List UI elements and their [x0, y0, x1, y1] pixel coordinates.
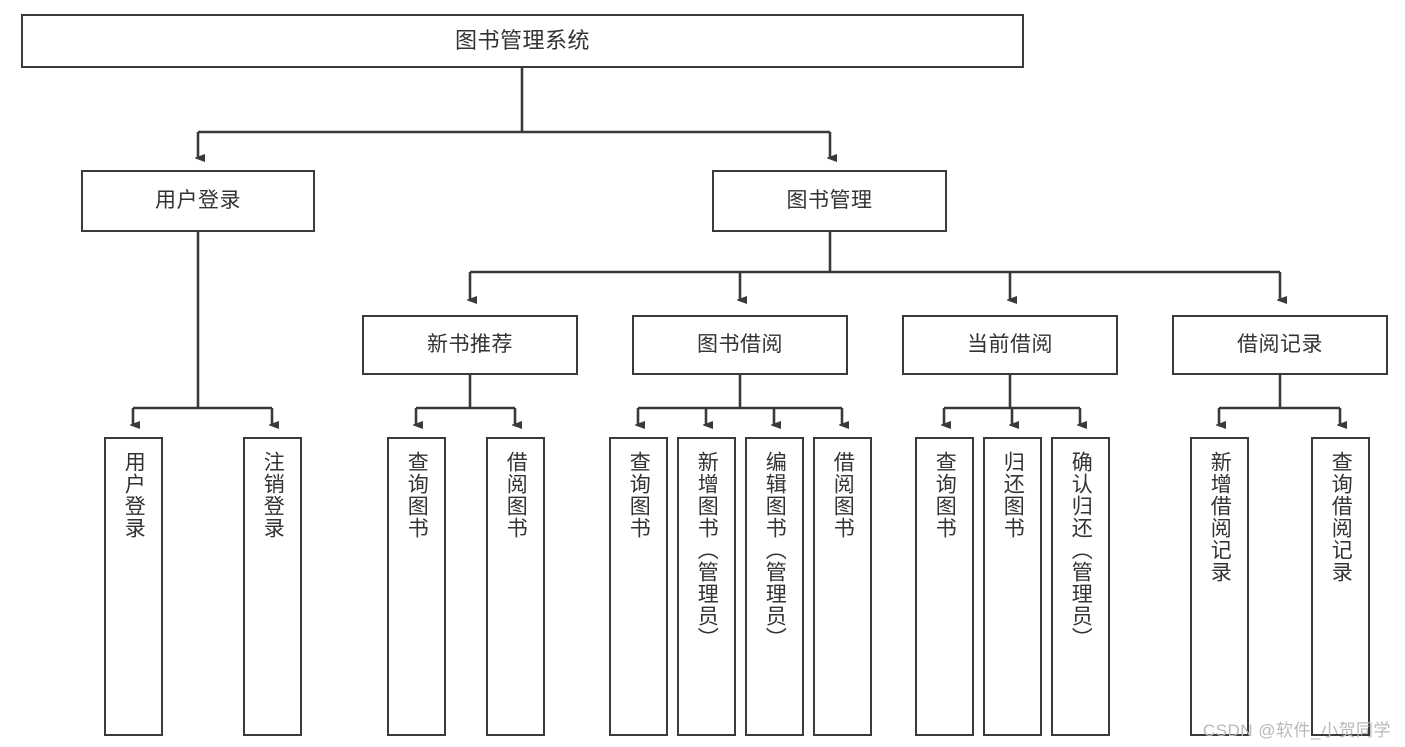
- leaf-add-book-admin[interactable]: 新增图书（管理员）: [677, 437, 736, 736]
- leaf-user-login-label: 用户登录: [122, 451, 146, 539]
- node-user-login-label: 用户登录: [155, 188, 241, 212]
- node-user-login[interactable]: 用户登录: [81, 170, 315, 232]
- leaf-query-book-current[interactable]: 查询图书: [915, 437, 974, 736]
- leaf-borrow-book-label: 借阅图书: [831, 451, 855, 539]
- leaf-query-book-current-label: 查询图书: [933, 451, 957, 539]
- node-borrow-record[interactable]: 借阅记录: [1172, 315, 1388, 375]
- node-book-borrow[interactable]: 图书借阅: [632, 315, 848, 375]
- leaf-logout-label: 注销登录: [261, 451, 285, 539]
- leaf-logout[interactable]: 注销登录: [243, 437, 302, 736]
- node-book-borrow-label: 图书借阅: [697, 332, 783, 356]
- node-root-label: 图书管理系统: [454, 28, 590, 54]
- leaf-borrow-book-recommend-label: 借阅图书: [504, 451, 528, 539]
- leaf-query-book-borrow[interactable]: 查询图书: [609, 437, 668, 736]
- leaf-query-borrow-record-label: 查询借阅记录: [1329, 451, 1353, 583]
- node-book-management[interactable]: 图书管理: [712, 170, 947, 232]
- leaf-edit-book-admin-label: 编辑图书（管理员）: [763, 451, 787, 649]
- leaf-add-book-admin-label: 新增图书（管理员）: [695, 451, 719, 649]
- leaf-query-borrow-record[interactable]: 查询借阅记录: [1311, 437, 1370, 736]
- csdn-watermark: CSDN @软件_小贺同学: [1202, 721, 1391, 740]
- leaf-add-borrow-record-label: 新增借阅记录: [1208, 451, 1232, 583]
- leaf-return-book[interactable]: 归还图书: [983, 437, 1042, 736]
- leaf-query-book-borrow-label: 查询图书: [627, 451, 651, 539]
- leaf-add-borrow-record[interactable]: 新增借阅记录: [1190, 437, 1249, 736]
- node-new-book-recommend-label: 新书推荐: [427, 332, 513, 356]
- node-current-borrow[interactable]: 当前借阅: [902, 315, 1118, 375]
- leaf-confirm-return-admin-label: 确认归还（管理员）: [1069, 451, 1093, 649]
- leaf-query-book-recommend[interactable]: 查询图书: [387, 437, 446, 736]
- leaf-edit-book-admin[interactable]: 编辑图书（管理员）: [745, 437, 804, 736]
- leaf-query-book-recommend-label: 查询图书: [405, 451, 429, 539]
- node-borrow-record-label: 借阅记录: [1237, 332, 1323, 356]
- node-new-book-recommend[interactable]: 新书推荐: [362, 315, 578, 375]
- leaf-borrow-book[interactable]: 借阅图书: [813, 437, 872, 736]
- node-root[interactable]: 图书管理系统: [21, 14, 1024, 68]
- node-book-management-label: 图书管理: [786, 188, 873, 212]
- leaf-confirm-return-admin[interactable]: 确认归还（管理员）: [1051, 437, 1110, 736]
- leaf-borrow-book-recommend[interactable]: 借阅图书: [486, 437, 545, 736]
- leaf-user-login[interactable]: 用户登录: [104, 437, 163, 736]
- leaf-return-book-label: 归还图书: [1001, 451, 1025, 539]
- node-current-borrow-label: 当前借阅: [967, 332, 1053, 356]
